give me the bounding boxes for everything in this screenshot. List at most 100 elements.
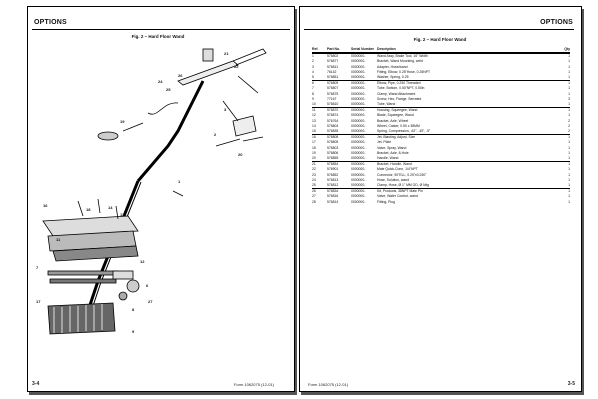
- cell-ref: 3: [312, 64, 314, 69]
- callout-19: 19: [120, 119, 125, 124]
- cell-ref: 11: [312, 108, 316, 113]
- cell-desc: Handle, Wand: [377, 156, 399, 161]
- callout-3: 3: [224, 107, 227, 112]
- cell-part: 576804: [327, 123, 339, 128]
- cell-serial: 0000000-: [351, 108, 366, 113]
- cell-serial: 0000000-: [351, 86, 366, 91]
- cell-part: 576874: [327, 113, 339, 118]
- cell-part: 77167: [327, 96, 337, 101]
- left-figure-title: Fig. 2 – Hard Floor Wand: [131, 34, 185, 39]
- cell-serial: 0000000-: [351, 64, 366, 69]
- cell-part: 576852: [327, 172, 339, 177]
- callout-24: 24: [158, 79, 163, 84]
- callout-8: 8: [132, 307, 135, 312]
- cell-serial: 0000000-: [351, 118, 366, 123]
- cell-ref: 25: [312, 183, 316, 188]
- cell-desc: Wand Assy, Brake Tool, 16" Width: [377, 54, 428, 59]
- cell-ref: 16: [312, 135, 316, 140]
- cell-serial: 0000000-: [351, 113, 366, 118]
- col-desc: Description: [377, 47, 396, 51]
- cell-desc: Spring, Compression, .62", .45", .5": [377, 129, 431, 134]
- callout-7: 7: [36, 265, 39, 270]
- cell-ref: 18: [312, 145, 316, 150]
- cell-desc: Screw, Hex, Flange, Serrated: [377, 96, 422, 101]
- cell-ref: 7: [312, 86, 314, 91]
- callout-13: 13: [120, 212, 125, 217]
- cell-ref: 2: [312, 59, 314, 64]
- cell-serial: 0000000-: [351, 140, 366, 145]
- cell-desc: Kit, Products, 38NPT Male Pin: [377, 189, 423, 194]
- cell-qty: 1: [568, 64, 570, 69]
- cell-desc: Washer, Spring, 0.25: [377, 75, 409, 80]
- cell-serial: 0000000-: [351, 54, 366, 59]
- cell-qty: 1: [568, 145, 570, 150]
- cell-ref: 10: [312, 102, 316, 107]
- cell-serial: 0000000-: [351, 81, 366, 86]
- cell-serial: 0000000-: [351, 102, 366, 107]
- cell-part: 576764: [327, 118, 339, 123]
- cell-part: 576803: [327, 145, 339, 150]
- cell-qty: 3: [568, 96, 570, 101]
- cell-ref: 5: [312, 75, 314, 80]
- callout-6: 6: [146, 283, 149, 288]
- cell-desc: Housing, Squeegee, Wand: [377, 108, 418, 113]
- cell-part: 576810: [327, 102, 339, 107]
- cell-qty: 1: [568, 140, 570, 145]
- left-page-number: 3-4: [32, 381, 40, 387]
- right-page-number: 3-5: [567, 381, 575, 387]
- cell-serial: 0000000-: [351, 69, 366, 74]
- cell-serial: 0000000-: [351, 75, 366, 80]
- cell-qty: 1: [568, 81, 570, 86]
- cell-desc: Clamp, Wand Attachment: [377, 91, 416, 96]
- cell-ref: 23: [312, 172, 316, 177]
- cell-qty: 2: [568, 118, 570, 123]
- left-page-header: OPTIONS: [34, 19, 67, 26]
- header-rule: [32, 29, 290, 30]
- cell-ref: 17: [312, 140, 316, 145]
- cell-qty: 1: [568, 189, 570, 194]
- parts-list-table: Ref. Part No. Serial Number Description …: [312, 47, 570, 205]
- cell-ref: 1: [312, 54, 314, 59]
- cell-part: 576901: [327, 167, 339, 172]
- cell-serial: 0000000-: [351, 135, 366, 140]
- cell-qty: 1: [568, 75, 570, 80]
- cell-ref: 6: [312, 81, 314, 86]
- cell-desc: Fitting, Plug: [377, 199, 395, 204]
- cell-desc: Clamp, Hose, Ø 1" MM OD, Ø Mtg: [377, 183, 429, 188]
- cell-desc: Tube, Wand: [377, 102, 396, 107]
- col-part: Part No.: [327, 47, 340, 51]
- cell-ref: 22: [312, 167, 316, 172]
- cell-desc: Wheel, Caster, 0.50 x 38MM: [377, 123, 420, 128]
- callout-27: 27: [148, 299, 153, 304]
- cell-desc: Valve, Spray, Wand: [377, 145, 407, 150]
- cell-part: 576809: [327, 81, 339, 86]
- cell-part: 576816: [327, 194, 339, 199]
- callout-11: 11: [56, 237, 61, 242]
- cell-desc: Jet, Plate: [377, 140, 392, 145]
- right-figure-title: Fig. 2 – Hard Floor Wand: [413, 37, 467, 42]
- col-ref: Ref.: [312, 47, 319, 51]
- cell-desc: Bracket, Handle, Wand: [377, 162, 412, 167]
- cell-serial: 0000000-: [351, 91, 366, 96]
- cell-ref: 4: [312, 69, 314, 74]
- cell-qty: 1: [568, 156, 570, 161]
- cell-desc: Fitting, Elbow, 0.25"Hose, 0.25NPT: [377, 69, 431, 74]
- cell-part: 576807: [327, 86, 339, 91]
